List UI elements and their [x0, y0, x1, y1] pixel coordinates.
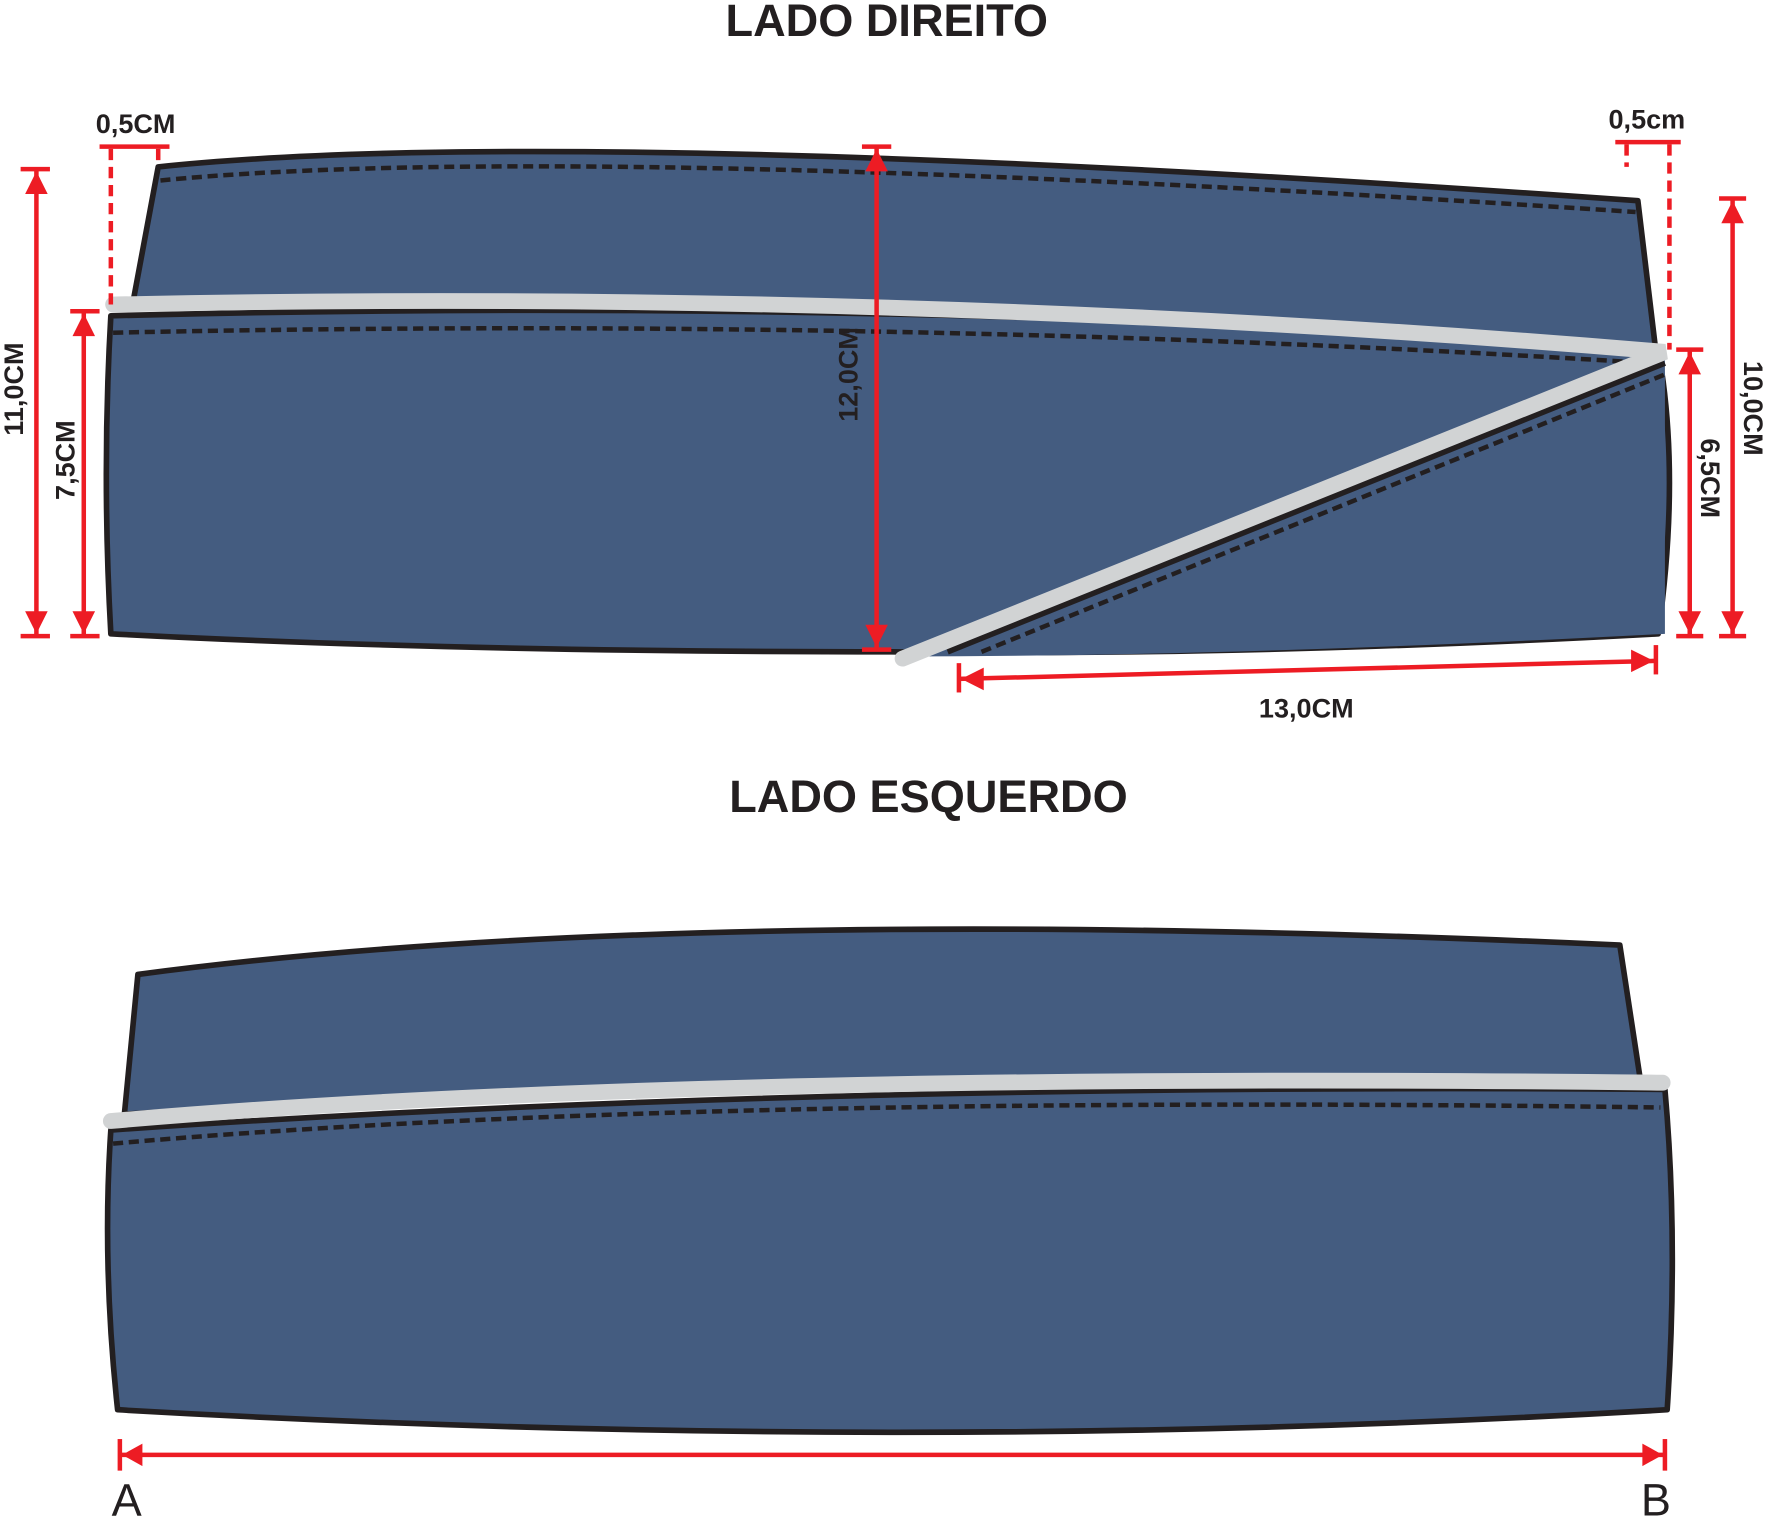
- point-a-label: A: [112, 1475, 142, 1518]
- dim-center: 12,0CM: [833, 327, 863, 422]
- width-dimension: [117, 1439, 1668, 1471]
- flap-stitch: [980, 372, 1666, 654]
- dimension-lines: 0,5CM 0,5cm 11,0CM 7,5CM 12,0CM 6,5CM 10…: [0, 105, 1768, 724]
- title-lado-esquerdo: LADO ESQUERDO: [729, 771, 1128, 822]
- left-main-panel: [104, 1085, 1676, 1436]
- left-main-stitch: [112, 1102, 1661, 1146]
- title-lado-direito: LADO DIREITO: [726, 0, 1048, 46]
- left-fold-line: [102, 1072, 1671, 1129]
- left-piece: [102, 926, 1676, 1436]
- right-top-stitch: [160, 164, 1636, 215]
- point-b-label: B: [1641, 1475, 1671, 1518]
- dim-left-outer: 11,0CM: [0, 342, 29, 435]
- dim-right-outer: 10,0CM: [1738, 361, 1768, 456]
- dim-top-left-offset: 0,5CM: [96, 109, 176, 139]
- right-main-stitch: [113, 325, 1650, 366]
- right-fold-line: [105, 293, 1668, 667]
- dim-left-inner: 7,5CM: [51, 420, 81, 500]
- flap-edge: [946, 360, 1666, 655]
- dim-right-inner: 6,5CM: [1695, 438, 1725, 518]
- dim-bottom: 13,0CM: [1259, 693, 1354, 723]
- dim-top-right-offset: 0,5cm: [1609, 105, 1686, 135]
- right-piece: [103, 148, 1673, 667]
